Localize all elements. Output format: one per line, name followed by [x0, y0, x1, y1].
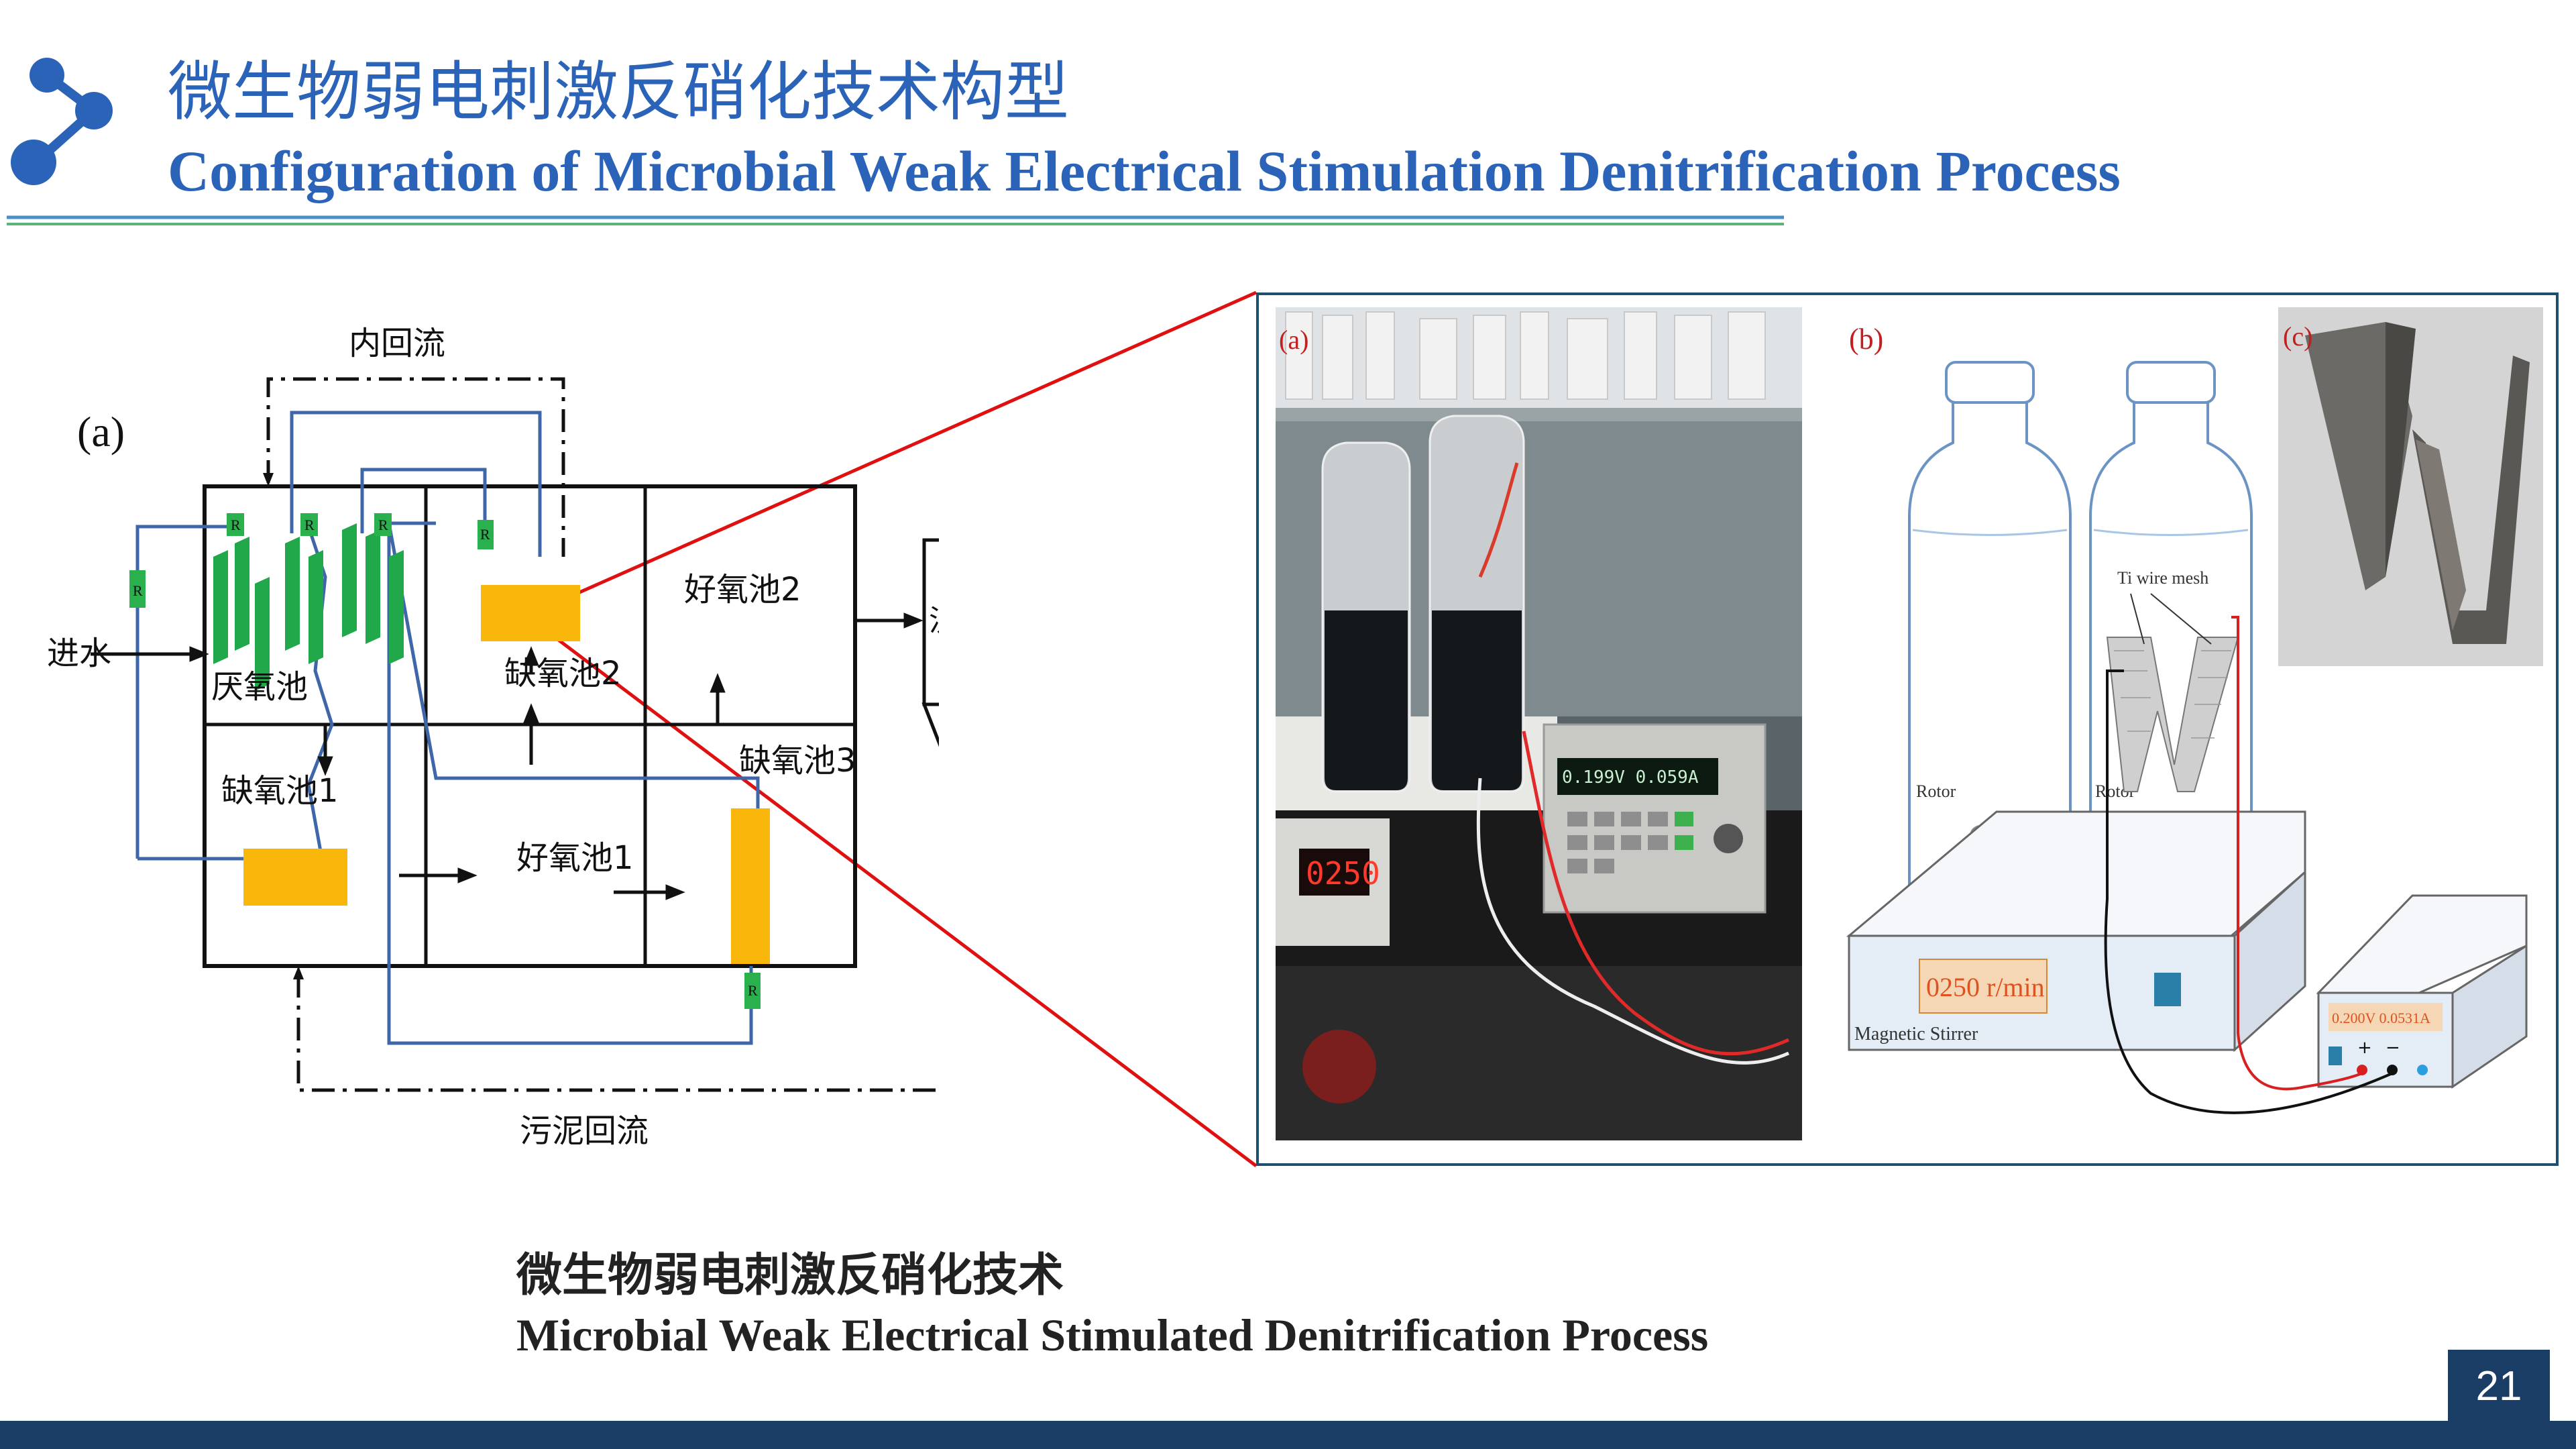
process-flow-diagram: (a) 内回流 R R R R	[47, 325, 939, 1150]
svg-text:R: R	[378, 517, 388, 533]
influent-label: 进水	[47, 635, 111, 672]
label-anaerobic-tank: 厌氧池	[211, 668, 308, 706]
footer-bar	[0, 1421, 2576, 1449]
page-title-zh: 微生物弱电刺激反硝化技术构型	[168, 54, 1069, 129]
page-title-en: Configuration of Microbial Weak Electric…	[168, 139, 2121, 203]
label-aerobic-tank-2: 好氧池2	[684, 571, 801, 608]
electrode-anoxic-2	[481, 585, 580, 641]
electrode-anoxic-1	[243, 849, 347, 906]
terminal-plus: +	[2357, 1038, 2372, 1058]
stirrer-label: Magnetic Stirrer	[1854, 1024, 1978, 1044]
svg-text:R: R	[304, 517, 315, 533]
sludge-return-label: 污泥回流	[520, 1112, 649, 1150]
label-anoxic-tank-1: 缺氧池1	[221, 772, 339, 810]
svg-text:R: R	[748, 982, 758, 999]
caption-en: Microbial Weak Electrical Stimulated Den…	[516, 1309, 1709, 1360]
svg-text:R: R	[231, 517, 241, 533]
supply-display: 0.200V 0.0531A	[2332, 1010, 2430, 1026]
reactor-schematic: (b) Rotor Rotor Ti wire mesh	[1846, 323, 2528, 1114]
experimental-setup-panel: 0250 0.199V 0.059A (a) (b)	[1256, 292, 2559, 1166]
label-settling-tank: 沉淀池	[929, 604, 939, 638]
title-divider	[7, 215, 1784, 225]
schematic-label-b: (b)	[1849, 323, 1883, 356]
svg-text:R: R	[133, 582, 143, 599]
svg-text:R: R	[480, 526, 490, 543]
meter-reading: 0250	[1306, 855, 1380, 892]
label-aerobic-tank-1: 好氧池1	[516, 839, 634, 877]
rotor-label-1: Rotor	[1916, 782, 1956, 801]
photo-label-c: (c)	[2283, 321, 2312, 352]
page-number: 21	[2448, 1350, 2550, 1424]
supply-reading: 0.199V 0.059A	[1562, 767, 1699, 788]
mesh-label: Ti wire mesh	[2117, 568, 2208, 588]
electrode-anoxic-3	[731, 808, 770, 964]
molecule-logo-icon	[11, 58, 113, 185]
internal-recycle-label: 内回流	[349, 325, 445, 362]
mesh-photo: (c)	[2278, 307, 2543, 666]
photo-label-a: (a)	[1279, 325, 1308, 355]
panel-label-a: (a)	[77, 408, 125, 455]
lab-photo: 0250 0.199V 0.059A (a)	[1276, 307, 1802, 1140]
terminal-minus: −	[2386, 1038, 2400, 1058]
label-anoxic-tank-3: 缺氧池3	[739, 742, 856, 780]
caption-zh: 微生物弱电刺激反硝化技术	[516, 1249, 1064, 1302]
stirrer-speed: 0250 r/min	[1926, 972, 2045, 1002]
settling-tank	[922, 538, 939, 706]
label-anoxic-tank-2: 缺氧池2	[504, 655, 622, 692]
